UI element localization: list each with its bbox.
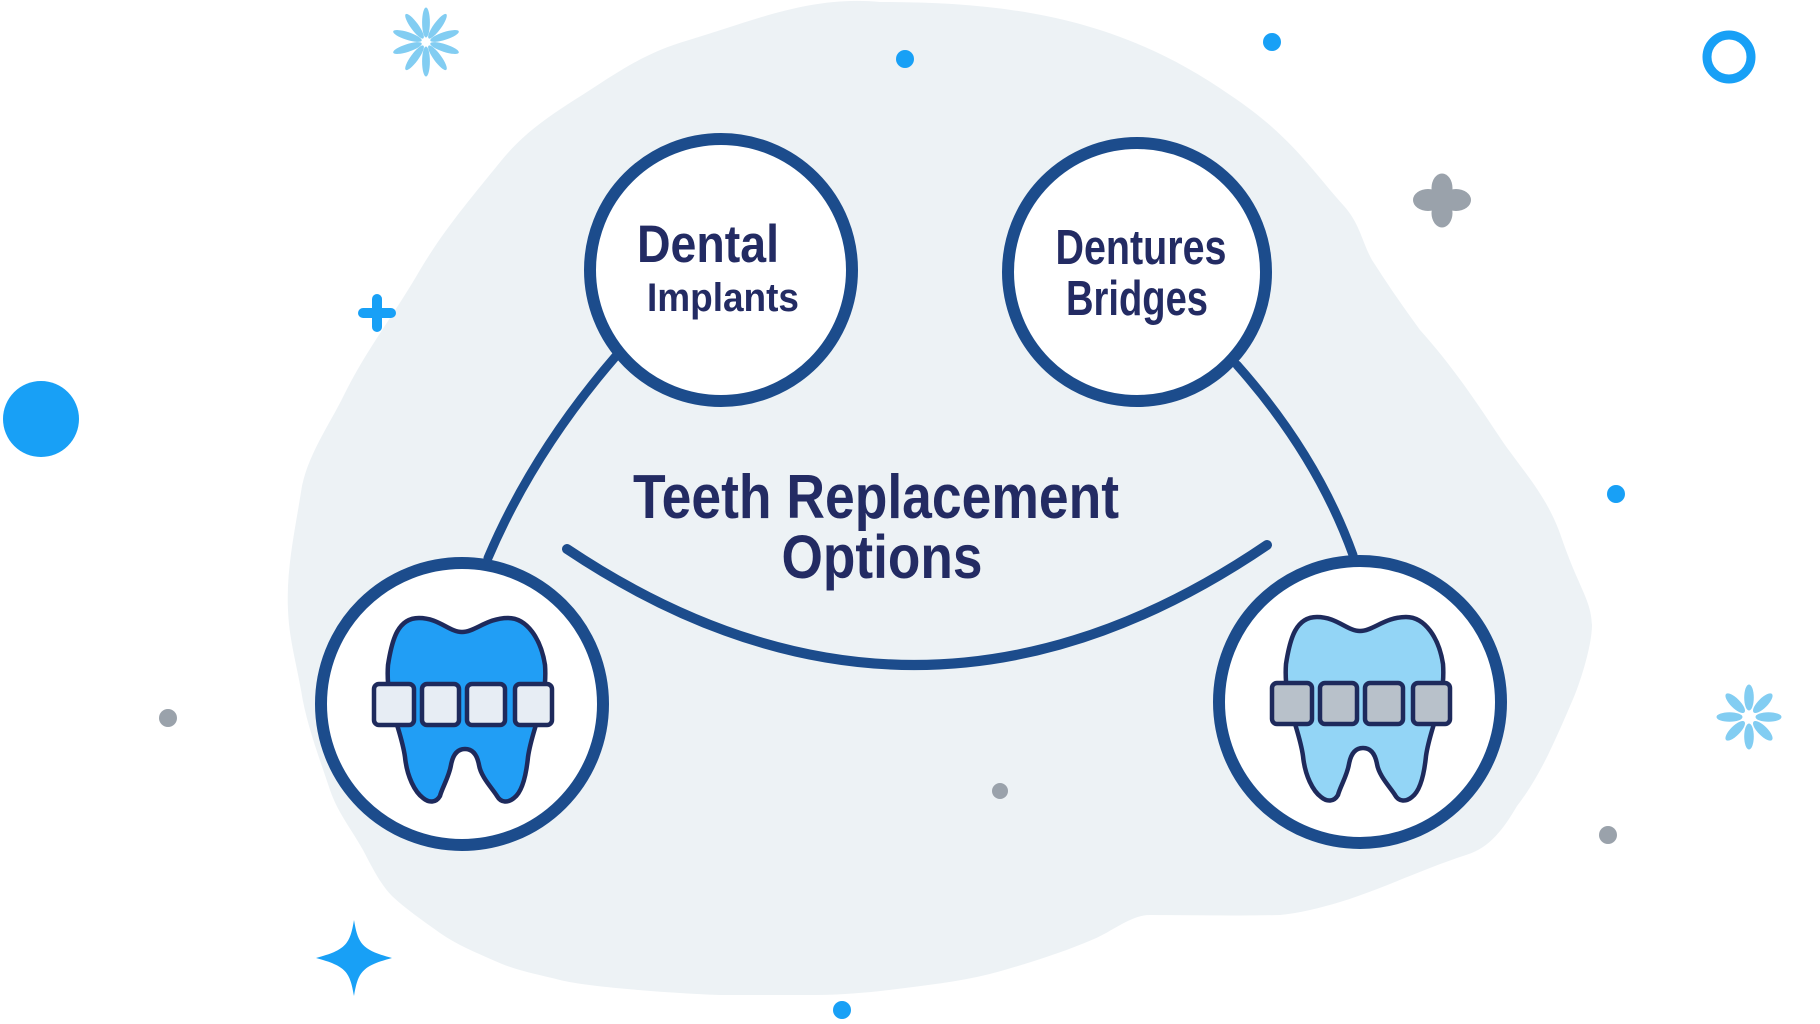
svg-text:Dentures: Dentures bbox=[1056, 221, 1227, 275]
svg-text:Dental: Dental bbox=[637, 215, 779, 274]
svg-text:Options: Options bbox=[782, 523, 983, 591]
svg-text:Bridges: Bridges bbox=[1066, 272, 1208, 326]
svg-text:Teeth Replacement: Teeth Replacement bbox=[633, 463, 1119, 532]
svg-text:Implants: Implants bbox=[647, 276, 799, 320]
